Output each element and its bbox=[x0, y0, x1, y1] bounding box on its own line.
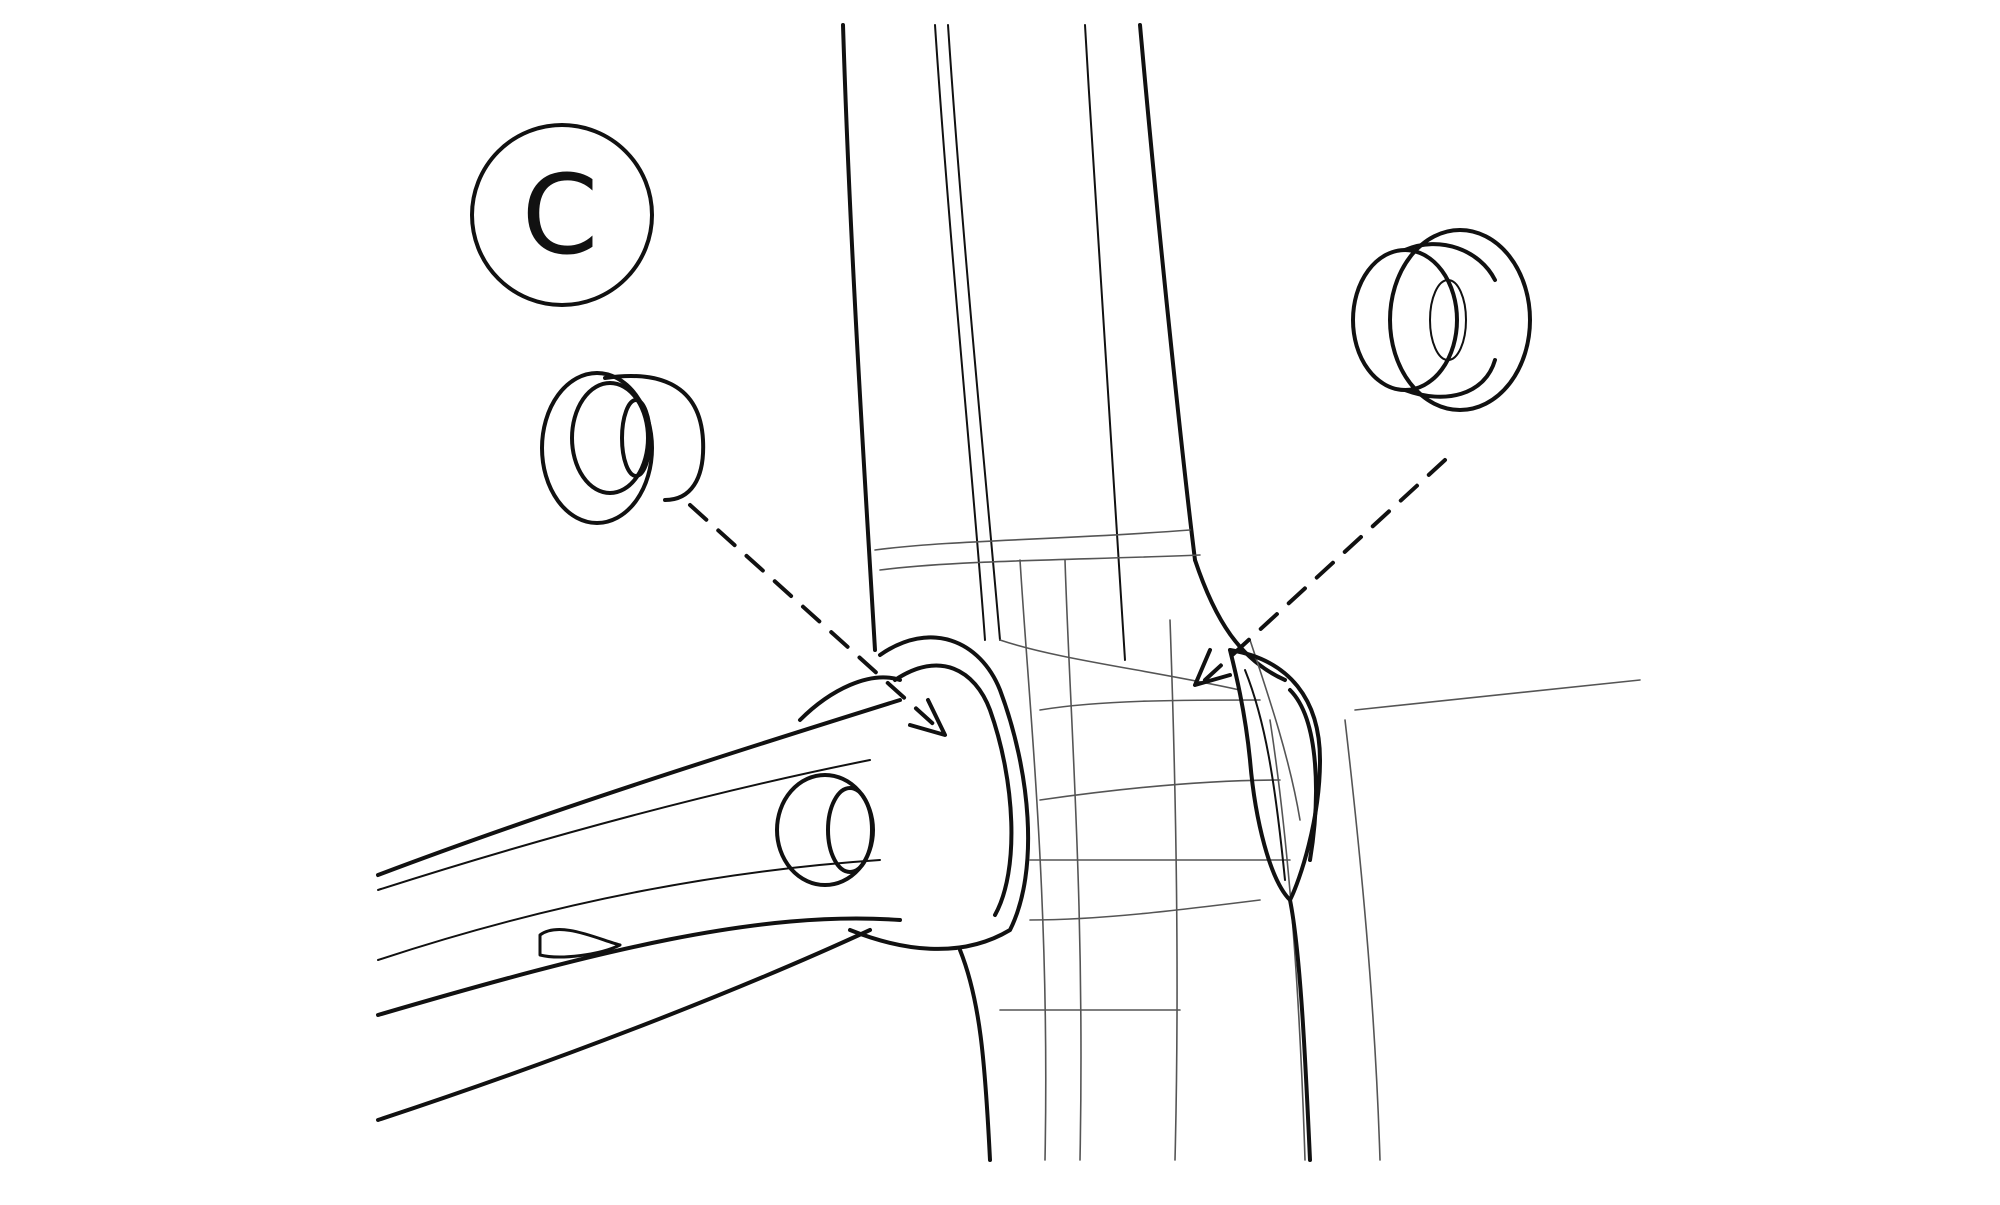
stay-hole bbox=[775, 773, 875, 887]
seat-tube bbox=[841, 23, 1197, 661]
stay-detail bbox=[538, 928, 622, 959]
step-circle bbox=[470, 123, 654, 307]
left-arrow-head bbox=[908, 698, 947, 737]
step-label: C bbox=[521, 151, 599, 279]
junction bbox=[798, 558, 1318, 1162]
left-insertion-arrow bbox=[688, 503, 942, 732]
left-bushing bbox=[540, 371, 706, 525]
stay-tube bbox=[376, 698, 902, 1122]
right-bushing bbox=[1351, 228, 1532, 412]
right-bracket-boss bbox=[1228, 648, 1322, 1162]
right-arrow-head bbox=[1193, 648, 1232, 687]
wireframe bbox=[874, 529, 1641, 1161]
right-insertion-arrow bbox=[1203, 458, 1447, 682]
